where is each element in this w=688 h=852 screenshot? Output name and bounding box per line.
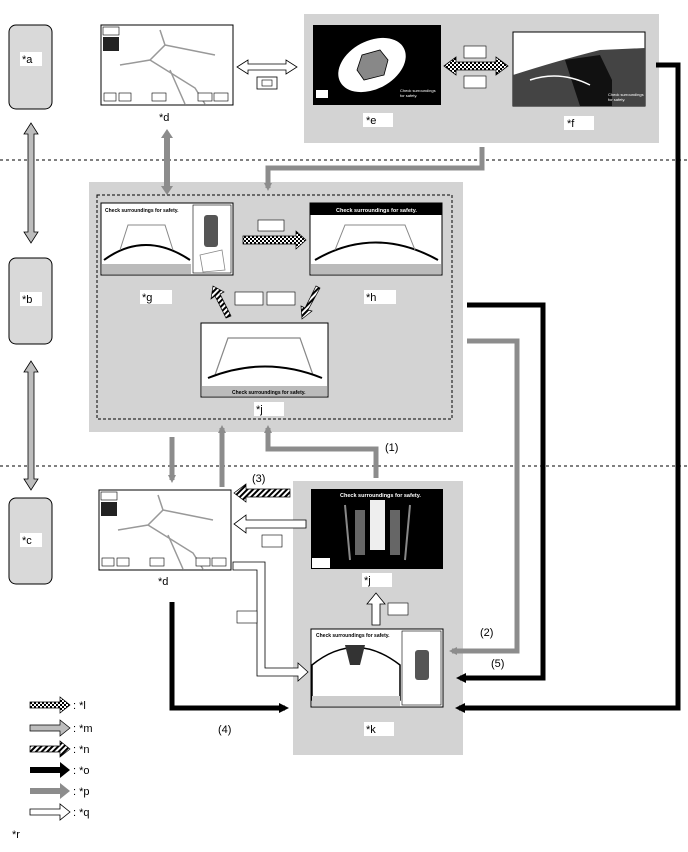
arrow-j-g-hatched xyxy=(210,285,232,319)
arrow-path-1-gray xyxy=(264,425,379,478)
arrow-g-h-checker xyxy=(242,219,307,250)
switch-icon-left xyxy=(234,291,264,306)
screen-g: Check surroundings for safety. xyxy=(100,202,234,276)
footnote-r: *r xyxy=(12,829,20,841)
legend-item-white: : *q xyxy=(29,803,90,821)
arrow-path-5-black xyxy=(456,302,546,683)
arrow-j-to-d-white xyxy=(233,514,307,548)
arrow-k-to-j-white xyxy=(366,592,409,626)
screen-h-warning: Check surroundings for safety. xyxy=(336,208,417,214)
arrow-path-2-gray xyxy=(449,338,520,655)
mode-box-c: *c xyxy=(8,497,53,585)
screen-label-g: *g xyxy=(142,292,152,304)
screen-f-hint-line1: Check surroundings xyxy=(608,92,644,97)
screen-label-f: *f xyxy=(567,118,575,130)
mode-switch-arrow-bc xyxy=(23,360,39,491)
screen-label-j-mid: *j xyxy=(256,404,263,416)
screen-k-warning: Check surroundings for safety. xyxy=(316,633,390,639)
screen-label-k: *k xyxy=(366,724,376,736)
legend-label-q: : *q xyxy=(73,807,90,819)
screen-label-h: *h xyxy=(366,292,376,304)
screen-j-mid: Check surroundings for safety. xyxy=(200,322,329,398)
screen-f: Check surroundings for safety. xyxy=(512,31,646,107)
screen-g-warning: Check surroundings for safety. xyxy=(105,208,179,214)
legend-item-black: : *o xyxy=(30,762,90,778)
legend-label-o: : *o xyxy=(73,765,90,777)
screen-label-e: *e xyxy=(366,115,376,127)
arrow-e-f-checker xyxy=(443,45,509,89)
screen-label-d-top: *d xyxy=(159,112,169,124)
path-label-1: (1) xyxy=(385,442,398,454)
screen-f-hint-line2: for safety. xyxy=(608,97,625,102)
arrow-d-to-k-white xyxy=(232,561,309,682)
arrow-path-4-black xyxy=(169,602,289,713)
legend-label-m: : *m xyxy=(73,723,93,735)
mode-label-b: *b xyxy=(22,294,32,306)
screen-j-low-warning: Check surroundings for safety. xyxy=(340,493,421,499)
legend-label-l: : *l xyxy=(73,700,86,712)
legend-label-p: : *p xyxy=(73,786,90,798)
path-label-5: (5) xyxy=(491,658,504,670)
screen-j-mid-warning: Check surroundings for safety. xyxy=(232,390,306,396)
legend-item-gray-outline: : *m xyxy=(29,719,93,737)
screen-label-d-bottom: *d xyxy=(158,576,168,588)
arrow-h-j-hatched xyxy=(300,285,321,320)
mode-label-c: *c xyxy=(22,535,32,547)
legend-label-n: : *n xyxy=(73,744,90,756)
screen-e: Check surroundings for safety. xyxy=(313,25,441,105)
screen-e-hint-line2: for safety. xyxy=(400,93,417,98)
mode-box-a: *a xyxy=(8,24,53,110)
path-label-4: (4) xyxy=(218,724,231,736)
legend: : *l : *m : *n : *o : *p : *q xyxy=(29,696,93,821)
screen-h: Check surroundings for safety. xyxy=(309,202,443,276)
screen-k: Check surroundings for safety. xyxy=(310,628,444,708)
screen-d-bottom xyxy=(98,489,232,571)
screen-label-j-low: *j xyxy=(364,575,371,587)
legend-item-hatched: : *n xyxy=(29,740,90,758)
switch-icon-right xyxy=(266,291,296,306)
arrow-d-e-white xyxy=(236,59,298,90)
arrow-d-middle-gray xyxy=(161,129,173,195)
legend-item-gray: : *p xyxy=(30,783,90,799)
arrow-top-to-middle-gray xyxy=(264,147,485,191)
legend-item-checker: : *l xyxy=(29,696,86,714)
screen-j-low: Check surroundings for safety. xyxy=(311,489,443,569)
mode-switch-arrow-ab xyxy=(23,122,39,244)
screen-e-hint-line1: Check surroundings xyxy=(400,88,436,93)
mode-label-a: *a xyxy=(22,54,33,66)
path-label-2: (2) xyxy=(480,627,493,639)
panel-middle-dashed-frame xyxy=(96,194,453,420)
path-label-3: (3) xyxy=(252,473,265,485)
arrow-f-to-k-black xyxy=(455,62,681,713)
arrow-path-3-hatched xyxy=(233,483,291,503)
screen-d-top xyxy=(100,24,234,106)
mode-box-b: *b xyxy=(8,257,53,345)
